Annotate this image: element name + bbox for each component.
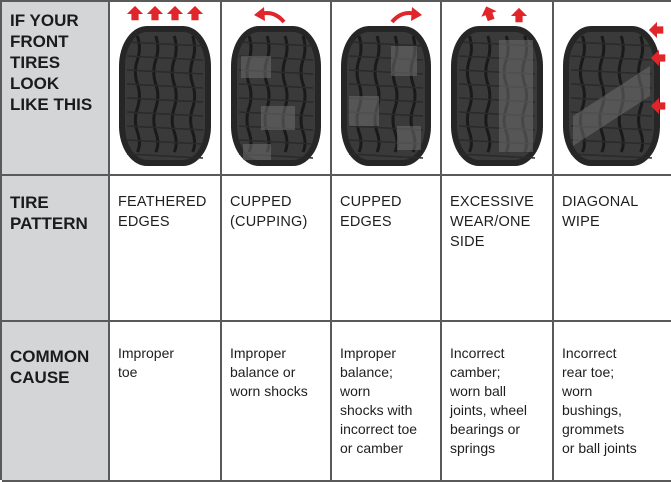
red-arrow-icon xyxy=(186,5,204,21)
red-arrow-icon xyxy=(650,97,666,115)
red-arrow-icon xyxy=(650,49,666,67)
tire-feathered-edges-icon xyxy=(110,2,222,176)
red-arrow-icon xyxy=(510,7,528,23)
row-header-cause: COMMON CAUSE xyxy=(2,322,110,482)
red-arrow-icon xyxy=(648,21,664,39)
pattern-cupped-edges: CUPPED EDGES xyxy=(332,176,442,322)
tire-cupped-icon xyxy=(222,2,332,176)
cause-cupped: Improper balance or worn shocks xyxy=(222,322,332,482)
cause-diagonal-wipe: Incorrect rear toe; worn bushings, gromm… xyxy=(554,322,671,482)
red-arrow-icon xyxy=(481,6,497,22)
tire-diagonal-wipe-icon xyxy=(554,2,671,176)
row-header-images: IF YOUR FRONT TIRES LOOK LIKE THIS xyxy=(2,2,110,176)
pattern-diagonal-wipe: DIAGONAL WIPE xyxy=(554,176,671,322)
cause-feathered-edges: Improper toe xyxy=(110,322,222,482)
red-arrow-icon xyxy=(146,5,164,21)
cause-cupped-edges: Improper balance; worn shocks with incor… xyxy=(332,322,442,482)
row-header-pattern: TIRE PATTERN xyxy=(2,176,110,322)
pattern-cupped: CUPPED (CUPPING) xyxy=(222,176,332,322)
pattern-one-side-wear: EXCESSIVE WEAR/ONE SIDE xyxy=(442,176,554,322)
curved-arrow-icon xyxy=(390,7,422,24)
pattern-feathered-edges: FEATHERED EDGES xyxy=(110,176,222,322)
tire-cupped-edges-icon xyxy=(332,2,442,176)
tire-one-side-wear-icon xyxy=(442,2,554,176)
red-arrow-icon xyxy=(126,5,144,21)
red-arrow-icon xyxy=(166,5,184,21)
curved-arrow-icon xyxy=(254,7,286,24)
cause-one-side-wear: Incorrect camber; worn ball joints, whee… xyxy=(442,322,554,482)
